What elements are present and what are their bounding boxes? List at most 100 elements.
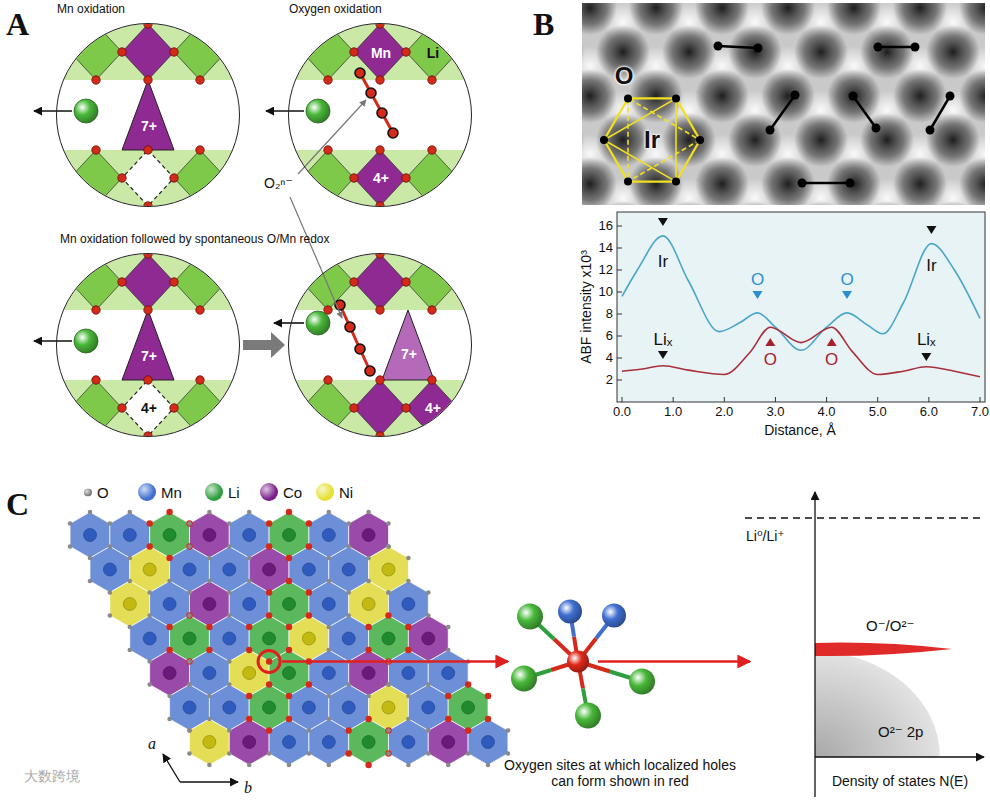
tick-label: 5.0: [869, 405, 887, 420]
peak-label: Ir: [926, 256, 936, 276]
leader-line: [298, 100, 366, 174]
ir-o-profile: [622, 236, 980, 350]
legend-item: Co: [260, 483, 302, 501]
x-tick: [928, 397, 929, 402]
octahedron: [458, 254, 510, 310]
arrow-head: [271, 332, 285, 358]
band-label: Li⁰/Li⁺: [746, 528, 785, 544]
oxygen-atom: [298, 48, 306, 56]
oxygen-atom: [246, 404, 254, 412]
peak-label: O: [840, 270, 853, 290]
y-tick: [617, 270, 622, 271]
oxygen-atom: [66, 174, 74, 182]
metal-ion: [223, 563, 236, 576]
octahedron: [70, 380, 122, 436]
axis-title: Distance, Å: [764, 422, 836, 438]
active-oxygen: [266, 727, 272, 733]
peroxo-oxygen: [377, 108, 387, 118]
octahedron-top: [269, 719, 309, 765]
octahedron: [70, 150, 122, 206]
octahedron: [250, 254, 302, 310]
tetrahedron: [122, 80, 174, 150]
legend-text: Mn: [161, 484, 182, 501]
site-label: Li: [427, 45, 439, 61]
panel-heading: Oxygen oxidation: [289, 3, 382, 17]
tick-label: 2.0: [715, 405, 733, 420]
cell-ground: [56, 253, 240, 437]
oxygen-atom: [144, 20, 152, 28]
active-oxygen: [206, 647, 212, 653]
metal-ion: [402, 736, 415, 749]
metal-ion: [243, 598, 256, 611]
dark-column: [695, 157, 749, 205]
active-oxygen: [166, 509, 172, 515]
dimer-atom: [946, 92, 955, 101]
tick-label: 16: [599, 219, 613, 234]
oxygen-atom: [506, 278, 514, 286]
oxygen-site: [227, 682, 232, 687]
peroxo-bond: [340, 305, 370, 371]
active-oxygen: [186, 658, 192, 664]
oxygen-atom: [248, 250, 256, 258]
metal-ion: [342, 563, 355, 576]
oxygen-site: [187, 682, 192, 687]
octahedron: [458, 24, 510, 80]
oxygen-atom: [324, 376, 332, 384]
dimer-bond: [853, 96, 876, 128]
oxygen-site: [426, 751, 431, 756]
metal-ion: [322, 529, 335, 542]
o2p-band: [815, 652, 940, 757]
metal-ion: [183, 563, 196, 576]
dimer-atom: [766, 126, 775, 135]
oxygen-atom: [274, 278, 282, 286]
oxygen-site: [346, 521, 351, 526]
octahedron: [302, 150, 354, 206]
oxygen-atom: [118, 278, 126, 286]
oxygen-site: [506, 728, 511, 733]
layer-band: [56, 254, 240, 310]
oxygen-atom: [92, 376, 100, 384]
metal-ion: [422, 632, 435, 645]
extraction-arrow: [274, 322, 304, 324]
octahedron: [122, 24, 174, 80]
layer-band: [56, 150, 240, 206]
pointer-arrow: [598, 660, 750, 663]
tick-label: 10: [599, 285, 613, 300]
metal-ion: [103, 563, 116, 576]
active-oxygen: [246, 624, 252, 630]
active-oxygen: [166, 647, 172, 653]
octahedron: [302, 380, 354, 436]
peak-marker: [765, 338, 775, 346]
metal-ion: [283, 529, 296, 542]
oxygen-site: [446, 763, 451, 768]
oxygen-site: [446, 625, 451, 630]
dimer-bond: [770, 95, 795, 130]
crystal-structure: [246, 20, 514, 210]
metal-ion: [342, 632, 355, 645]
oxygen-atom: [274, 48, 282, 56]
metal-ion: [163, 598, 176, 611]
oxygen-site: [187, 521, 192, 526]
oxygen-site: [327, 763, 332, 768]
peak-label: O: [764, 350, 777, 370]
metal-ion: [482, 736, 495, 749]
dark-column: [728, 113, 782, 167]
dark-column: [794, 113, 848, 167]
peroxo-bond: [360, 73, 393, 133]
active-oxygen: [365, 716, 371, 722]
layer-band: [288, 254, 472, 310]
oxygen-site: [327, 648, 332, 653]
pointer-arrow: [282, 660, 508, 663]
oxygen-atom: [40, 376, 48, 384]
octahedron-top: [428, 719, 468, 765]
oxygen-atom: [376, 376, 384, 384]
dark-column: [596, 113, 650, 167]
oxygen-site: [167, 579, 172, 584]
oxygen-atom: [92, 20, 100, 28]
oxygen-atom: [480, 20, 488, 28]
oxygen-atom: [196, 76, 204, 84]
active-oxygen: [465, 681, 471, 687]
oxygen-site: [108, 590, 113, 595]
metal-ion: [442, 736, 455, 749]
octahedron: [406, 150, 458, 206]
